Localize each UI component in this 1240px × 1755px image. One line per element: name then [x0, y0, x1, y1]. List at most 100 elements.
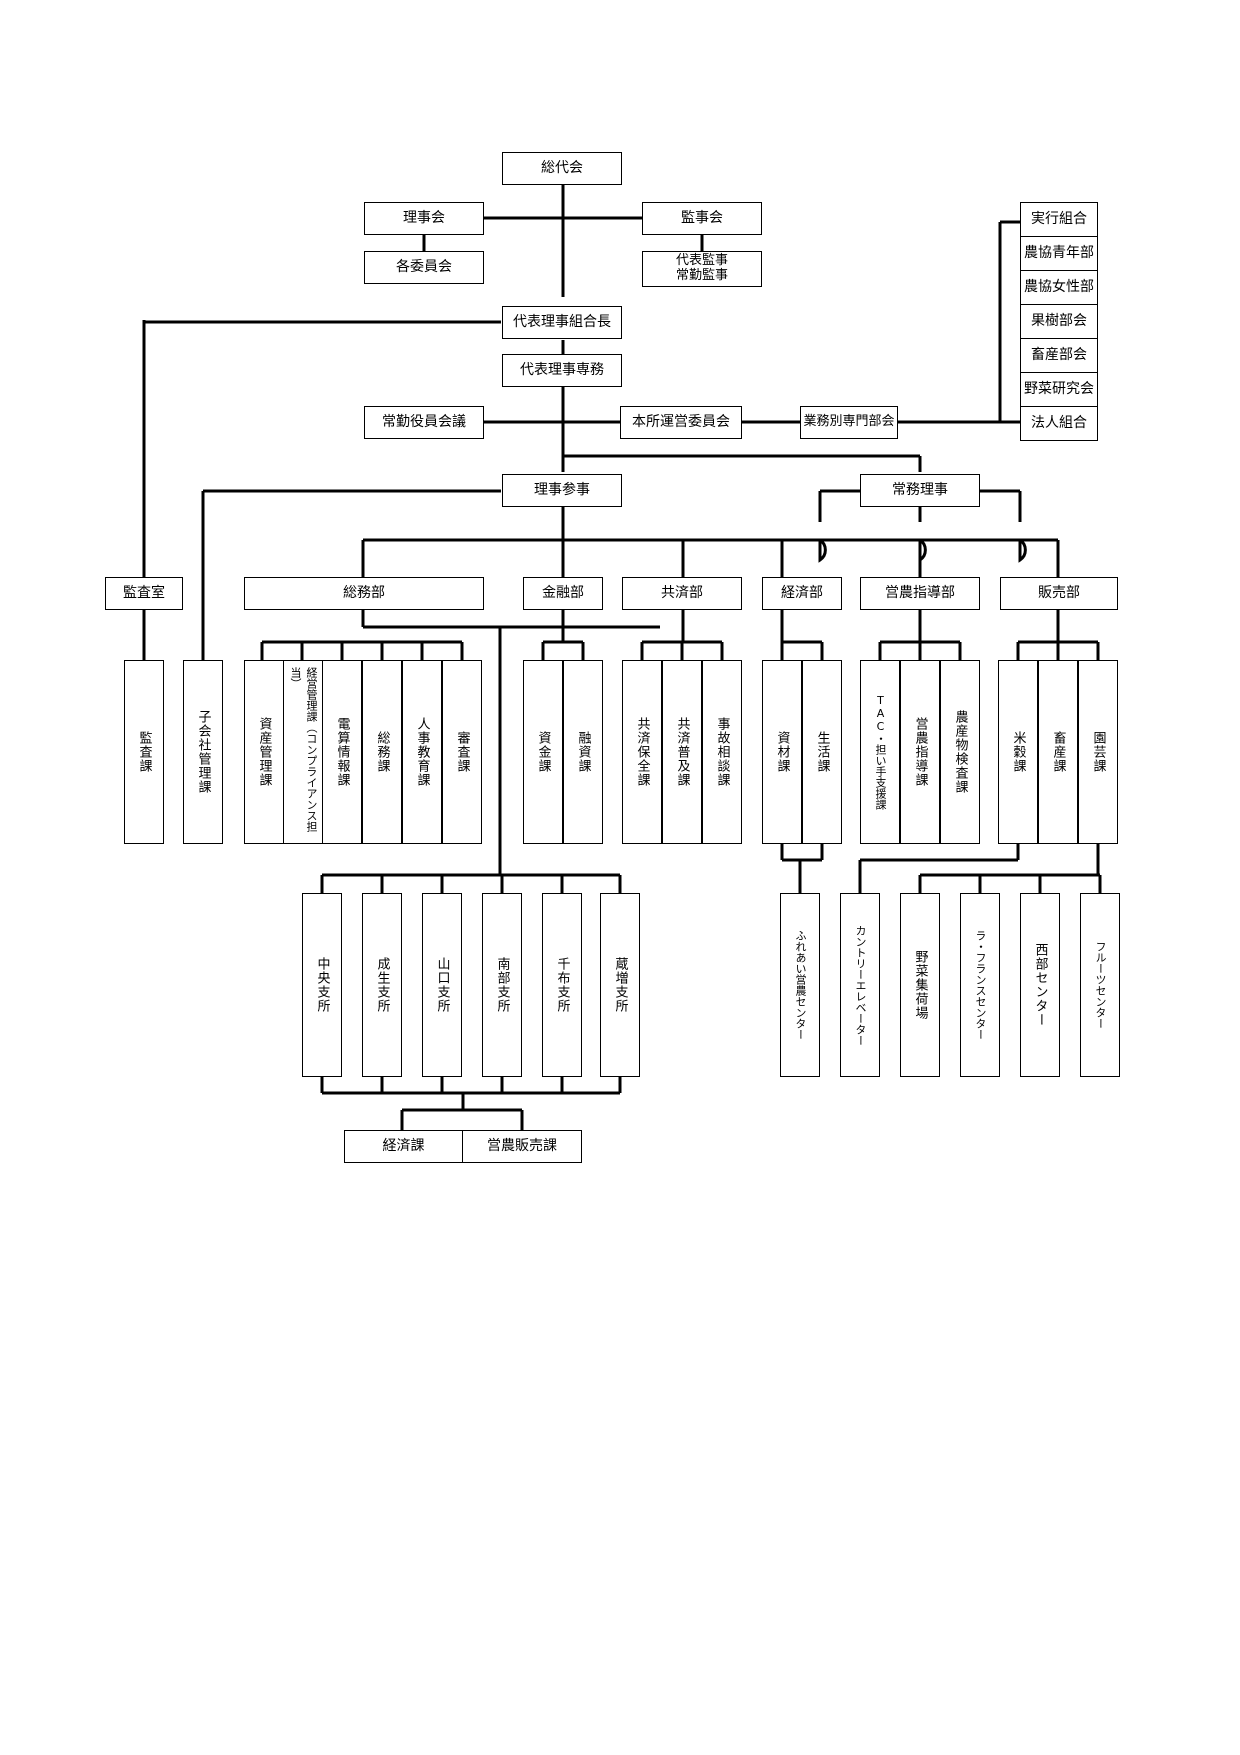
member-group-label: 農協女性部: [1024, 279, 1094, 296]
branch-naruo: 成生支所: [362, 893, 402, 1077]
section-living-label: 生活課: [814, 731, 830, 773]
section-mutual-promo-label: 共済普及課: [674, 717, 690, 787]
branch-sales-section-label: 営農販売課: [487, 1138, 557, 1155]
fulltime-auditor-label: 常勤監事: [675, 268, 728, 283]
member-group-women: 農協女性部: [1020, 270, 1098, 305]
mutual-aid-dept-box: 共済部: [622, 577, 742, 610]
sales-dept-label: 販売部: [1038, 585, 1080, 602]
member-group-fruit: 果樹部会: [1020, 304, 1098, 339]
general-meeting-label: 総代会: [541, 160, 583, 177]
branch-sales-section-box: 営農販売課: [462, 1130, 582, 1163]
section-personnel: 人事教育課: [402, 660, 442, 844]
branch-kuramasu: 蔵増支所: [600, 893, 640, 1077]
sales-dept-box: 販売部: [1000, 577, 1118, 610]
center-france-label: ラ・フランスセンター: [974, 930, 987, 1040]
hq-committee-box: 本所運営委員会: [620, 406, 742, 439]
center-fruit: フルーツセンター: [1080, 893, 1120, 1077]
section-loans-label: 融資課: [575, 731, 591, 773]
member-group-label: 野菜研究会: [1024, 381, 1094, 398]
section-general: 総務課: [362, 660, 402, 844]
section-mutual-maint-label: 共済保全課: [634, 717, 650, 787]
center-west: 西部センター: [1020, 893, 1060, 1077]
section-examination-label: 審査課: [454, 731, 470, 773]
auditors-label: 監事会: [681, 210, 723, 227]
general-affairs-dept-box: 総務部: [244, 577, 484, 610]
member-group-label: 実行組合: [1031, 211, 1087, 228]
section-rice: 米穀課: [998, 660, 1038, 844]
finance-dept-box: 金融部: [523, 577, 603, 610]
section-funds-label: 資金課: [535, 731, 551, 773]
managing-director-box: 代表理事専務: [502, 354, 622, 387]
member-group-jikko: 実行組合: [1020, 202, 1098, 237]
branch-economic-section-label: 経済課: [382, 1138, 425, 1155]
hq-committee-label: 本所運営委員会: [632, 414, 730, 431]
section-living: 生活課: [802, 660, 842, 844]
section-accident: 事故相談課: [702, 660, 742, 844]
branch-label: 蔵増支所: [612, 957, 628, 1013]
branch-yamaguchi: 山口支所: [422, 893, 462, 1077]
section-personnel-label: 人事教育課: [414, 717, 430, 787]
section-livestock: 畜産課: [1038, 660, 1078, 844]
section-audit-label: 監査課: [136, 731, 152, 773]
auditors-box: 監事会: [642, 202, 762, 235]
center-elevator: カントリーエレベーター: [840, 893, 880, 1077]
center-vegetable-label: 野菜集荷場: [912, 950, 928, 1020]
general-meeting-box: 総代会: [502, 152, 622, 185]
counselor-box: 理事参事: [502, 474, 622, 507]
section-audit: 監査課: [124, 660, 164, 844]
branch-label: 成生支所: [374, 957, 390, 1013]
auditor-titles-box: 代表監事 常勤監事: [642, 251, 762, 287]
section-asset: 資産管理課: [244, 660, 284, 844]
center-fureai: ふれあい営農センター: [780, 893, 820, 1077]
center-fureai-label: ふれあい営農センター: [794, 930, 807, 1040]
section-materials-label: 資材課: [774, 731, 790, 773]
exec-council-label: 常勤役員会議: [382, 414, 466, 431]
representative-auditor-label: 代表監事: [675, 253, 728, 269]
branch-label: 山口支所: [434, 957, 450, 1013]
economic-dept-label: 経済部: [781, 585, 823, 602]
center-elevator-label: カントリーエレベーター: [854, 924, 867, 1046]
member-group-label: 法人組合: [1031, 415, 1087, 432]
general-affairs-dept-label: 総務部: [343, 585, 385, 602]
section-inspection-label: 農産物検査課: [952, 710, 968, 794]
audit-office-label: 監査室: [123, 585, 165, 602]
section-guidance: 営農指導課: [900, 660, 940, 844]
member-group-label: 農協青年部: [1024, 245, 1094, 262]
president-box: 代表理事組合長: [502, 306, 622, 339]
member-group-label: 果樹部会: [1031, 313, 1087, 330]
section-asset-label: 資産管理課: [256, 717, 272, 787]
member-group-youth: 農協青年部: [1020, 236, 1098, 271]
section-rice-label: 米穀課: [1010, 731, 1026, 773]
section-subsidiary: 子会社管理課: [183, 660, 223, 844]
audit-office-box: 監査室: [105, 577, 183, 610]
section-tac-label: TAC・担い手支援課: [874, 694, 887, 810]
section-loans: 融資課: [563, 660, 603, 844]
section-mutual-maint: 共済保全課: [622, 660, 662, 844]
farm-guidance-dept-label: 営農指導部: [885, 585, 955, 602]
specialist-committee-box: 業務別専門部会: [800, 406, 898, 439]
section-guidance-label: 営農指導課: [912, 717, 928, 787]
board-box: 理事会: [364, 202, 484, 235]
executive-director-label: 常務理事: [892, 482, 948, 499]
managing-director-label: 代表理事専務: [520, 362, 604, 379]
branch-chuo: 中央支所: [302, 893, 342, 1077]
branch-label: 南部支所: [494, 957, 510, 1013]
committees-label: 各委員会: [396, 259, 452, 276]
economic-dept-box: 経済部: [762, 577, 842, 610]
section-inspection: 農産物検査課: [940, 660, 980, 844]
section-computing-label: 電算情報課: [334, 717, 350, 787]
center-france: ラ・フランスセンター: [960, 893, 1000, 1077]
president-label: 代表理事組合長: [513, 314, 611, 331]
member-group-vegetable: 野菜研究会: [1020, 372, 1098, 407]
branch-nanbu: 南部支所: [482, 893, 522, 1077]
member-group-label: 畜産部会: [1031, 347, 1087, 364]
section-compliance-label: 経営管理課（コンプライアンス担当）: [289, 667, 318, 832]
mutual-aid-dept-label: 共済部: [661, 585, 703, 602]
section-accident-label: 事故相談課: [714, 717, 730, 787]
center-fruit-label: フルーツセンター: [1094, 941, 1107, 1029]
center-vegetable: 野菜集荷場: [900, 893, 940, 1077]
finance-dept-label: 金融部: [542, 585, 584, 602]
section-subsidiary-label: 子会社管理課: [195, 710, 211, 794]
section-examination: 審査課: [442, 660, 482, 844]
